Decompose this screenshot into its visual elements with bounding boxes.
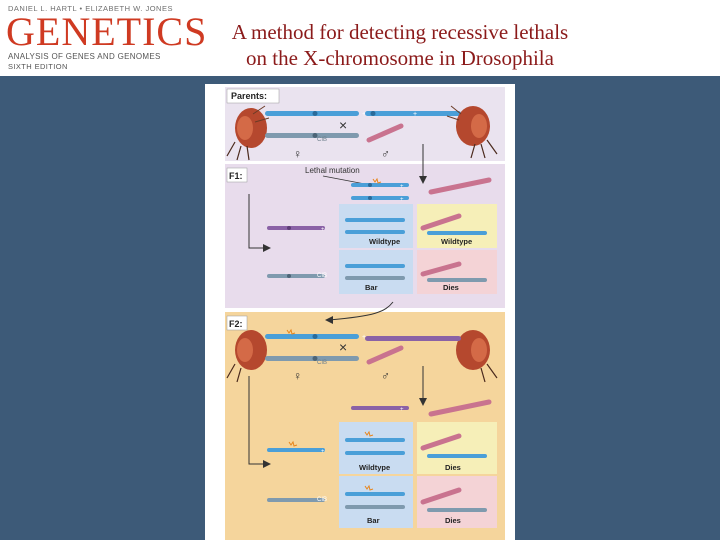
wildtype-label: Wildtype	[359, 463, 390, 472]
offspring-dies: Dies	[420, 261, 487, 292]
offspring-wildtype-female: Wildtype	[345, 218, 405, 246]
lethal-star-icon	[288, 440, 298, 447]
f2-mid-chromosome-left: +	[351, 406, 409, 413]
cib-label: CIB	[317, 360, 327, 366]
wildtype-label: Wildtype	[441, 237, 472, 246]
arrow-head-icon	[419, 398, 427, 406]
offspring-box-bar	[339, 250, 413, 294]
f1-left-chromosome-1: +	[267, 226, 325, 233]
f1-label-box	[226, 167, 248, 183]
cib-label: CIB	[317, 497, 327, 503]
f2-side-arrow	[248, 376, 267, 465]
cib-label: CIB	[317, 137, 327, 143]
cross-diagram: Parents: + CIB ♀ × + ♂ F1: Lethal mutati…	[205, 84, 515, 540]
offspring-box-wildtype-female	[339, 204, 413, 248]
lethal-star-icon	[364, 430, 374, 437]
f1-cross-arrow	[248, 194, 267, 249]
f1-label: F1:	[229, 171, 243, 181]
parent-male-chromosome-y	[366, 123, 404, 143]
male-fly-icon	[446, 105, 498, 159]
f2-parent-female-bottom: CIB	[265, 356, 359, 366]
female-symbol: ♀	[293, 147, 302, 161]
f2-mid-chromosome-right	[428, 399, 492, 417]
parents-label: Parents:	[231, 91, 267, 101]
dies-label: Dies	[445, 463, 461, 472]
cross-symbol-f2: ×	[339, 339, 347, 355]
arrow-head-icon	[325, 316, 333, 324]
plus-mark: +	[321, 449, 325, 455]
offspring-wildtype-male: Wildtype	[420, 213, 487, 246]
dies-label: Dies	[445, 516, 461, 525]
cross-symbol-parents: ×	[339, 117, 347, 133]
cib-label: CIB	[317, 273, 327, 279]
f1-to-f2-arrow	[328, 301, 394, 321]
slide-title-line1: A method for detecting recessive lethals	[231, 20, 569, 44]
arrow-head-icon	[263, 460, 271, 468]
plus-mark: +	[400, 184, 404, 190]
plus-mark: +	[362, 111, 366, 118]
dies-label: Dies	[443, 283, 459, 292]
f2-label-box	[226, 315, 248, 331]
wildtype-label: Wildtype	[369, 237, 400, 246]
arrow-head-icon	[263, 244, 271, 252]
slide-header: DANIEL L. HARTL • ELIZABETH W. JONES GEN…	[0, 0, 720, 76]
f2-male-fly-icon	[456, 330, 498, 383]
f2-offspring-dies-1: Dies	[420, 433, 487, 472]
bar-label: Bar	[365, 283, 378, 292]
lethal-star-icon	[286, 328, 296, 335]
f2-offspring-box-bar	[339, 476, 413, 528]
book-authors: DANIEL L. HARTL • ELIZABETH W. JONES	[8, 4, 173, 13]
plus-mark: +	[321, 227, 325, 233]
slide-title-line2: on the X-chromosome in Drosophila	[246, 46, 554, 70]
parent-male-chromosome-top: +	[365, 111, 461, 118]
parent-female-chromosome-top: +	[265, 111, 366, 118]
male-symbol: ♂	[381, 147, 390, 161]
lethal-star-icon	[364, 484, 374, 491]
f2-male-symbol: ♂	[381, 369, 390, 383]
arrow-head-icon	[419, 176, 427, 184]
lethal-star-icon	[372, 177, 382, 184]
f1-female-chromosome-bottom: +	[351, 196, 409, 203]
f1-male-chromosome-x	[428, 177, 492, 195]
f2-female-fly-icon	[226, 330, 267, 383]
f1-left-chromosome-2: CIB	[267, 273, 327, 279]
book-subtitle: ANALYSIS OF GENES AND GENOMES	[8, 52, 161, 61]
parents-label-box	[226, 88, 280, 104]
f2-offspring-dies-2: Dies	[420, 487, 487, 525]
book-edition: SIXTH EDITION	[8, 62, 68, 71]
f2-offspring-box-wildtype	[339, 422, 413, 474]
f2-parent-female-top: +	[265, 328, 366, 341]
f2-offspring-wildtype: Wildtype	[345, 430, 405, 472]
lethal-pointer-line	[322, 175, 366, 185]
plus-mark: +	[400, 197, 404, 203]
parent-female-chromosome-bottom: CIB	[265, 133, 359, 143]
plus-mark: +	[362, 334, 366, 341]
f2-offspring-bar: Bar	[345, 484, 405, 525]
slide-title: A method for detecting recessive lethals…	[190, 19, 610, 71]
lethal-mutation-label: Lethal mutation	[305, 166, 360, 175]
offspring-bar: Bar	[345, 264, 405, 292]
f2-female-symbol: ♀	[293, 369, 302, 383]
plus-mark: +	[413, 111, 417, 118]
f1-female-chromosome-top: +	[351, 177, 409, 190]
book-brand: GENETICS	[6, 9, 208, 54]
f2-left-chromosome-1: +	[267, 440, 325, 455]
f2-left-chromosome-2: CIB	[267, 497, 327, 503]
bar-label: Bar	[367, 516, 380, 525]
f2-parent-male-y	[366, 345, 404, 365]
f2-label: F2:	[229, 319, 243, 329]
book-logo: DANIEL L. HARTL • ELIZABETH W. JONES GEN…	[6, 4, 206, 72]
f2-parent-male-x	[365, 336, 461, 341]
female-fly-icon	[226, 105, 270, 161]
plus-mark: +	[400, 407, 404, 413]
